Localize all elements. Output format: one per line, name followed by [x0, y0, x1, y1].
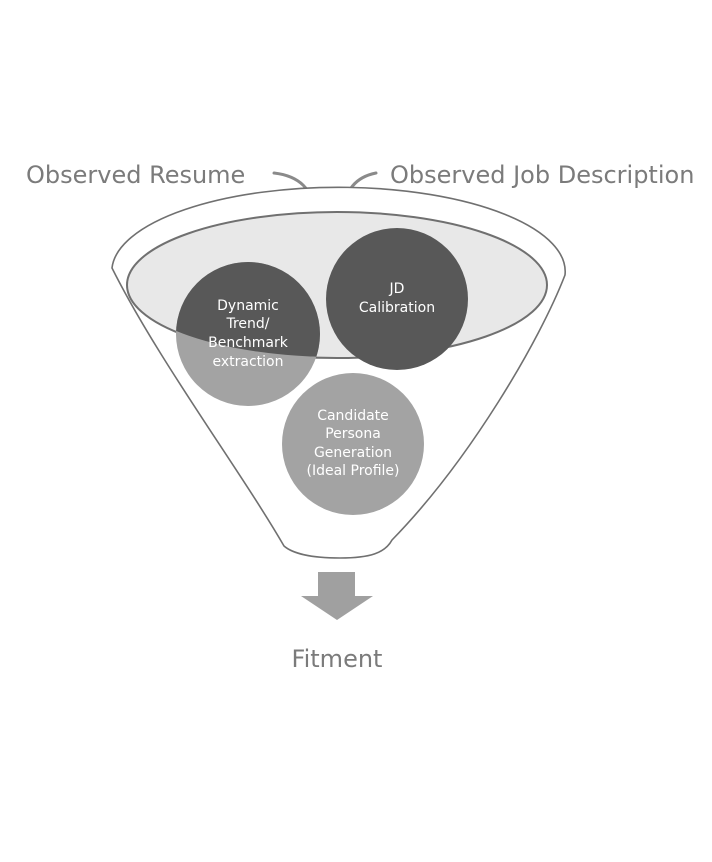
persona-label-line-1: Candidate — [317, 408, 389, 424]
trend-benchmark-circle-mouth-overlap — [176, 262, 320, 357]
persona-label-line-2: Persona — [325, 426, 381, 442]
jd-label-line-1: JD — [389, 281, 405, 297]
candidate-persona-circle — [282, 373, 424, 515]
jd-calibration-label: JD Calibration — [359, 281, 435, 316]
candidate-persona-label: Candidate Persona Generation (Ideal Prof… — [306, 408, 399, 479]
trend-label-line-1: Dynamic — [217, 298, 279, 314]
trend-label-line-4: extraction — [213, 354, 284, 370]
observed-job-description-label: Observed Job Description — [390, 161, 694, 189]
persona-label-line-4: (Ideal Profile) — [306, 463, 399, 479]
jd-calibration-circle — [326, 228, 468, 370]
fitment-label: Fitment — [292, 645, 383, 673]
persona-label-line-3: Generation — [314, 445, 392, 461]
trend-label-line-3: Benchmark — [208, 335, 289, 351]
jd-label-line-2: Calibration — [359, 300, 435, 316]
observed-resume-label: Observed Resume — [26, 161, 245, 189]
trend-label-line-2: Trend/ — [225, 316, 269, 332]
output-down-arrow — [301, 572, 373, 620]
trend-benchmark-label: Dynamic Trend/ Benchmark extraction — [208, 298, 289, 370]
